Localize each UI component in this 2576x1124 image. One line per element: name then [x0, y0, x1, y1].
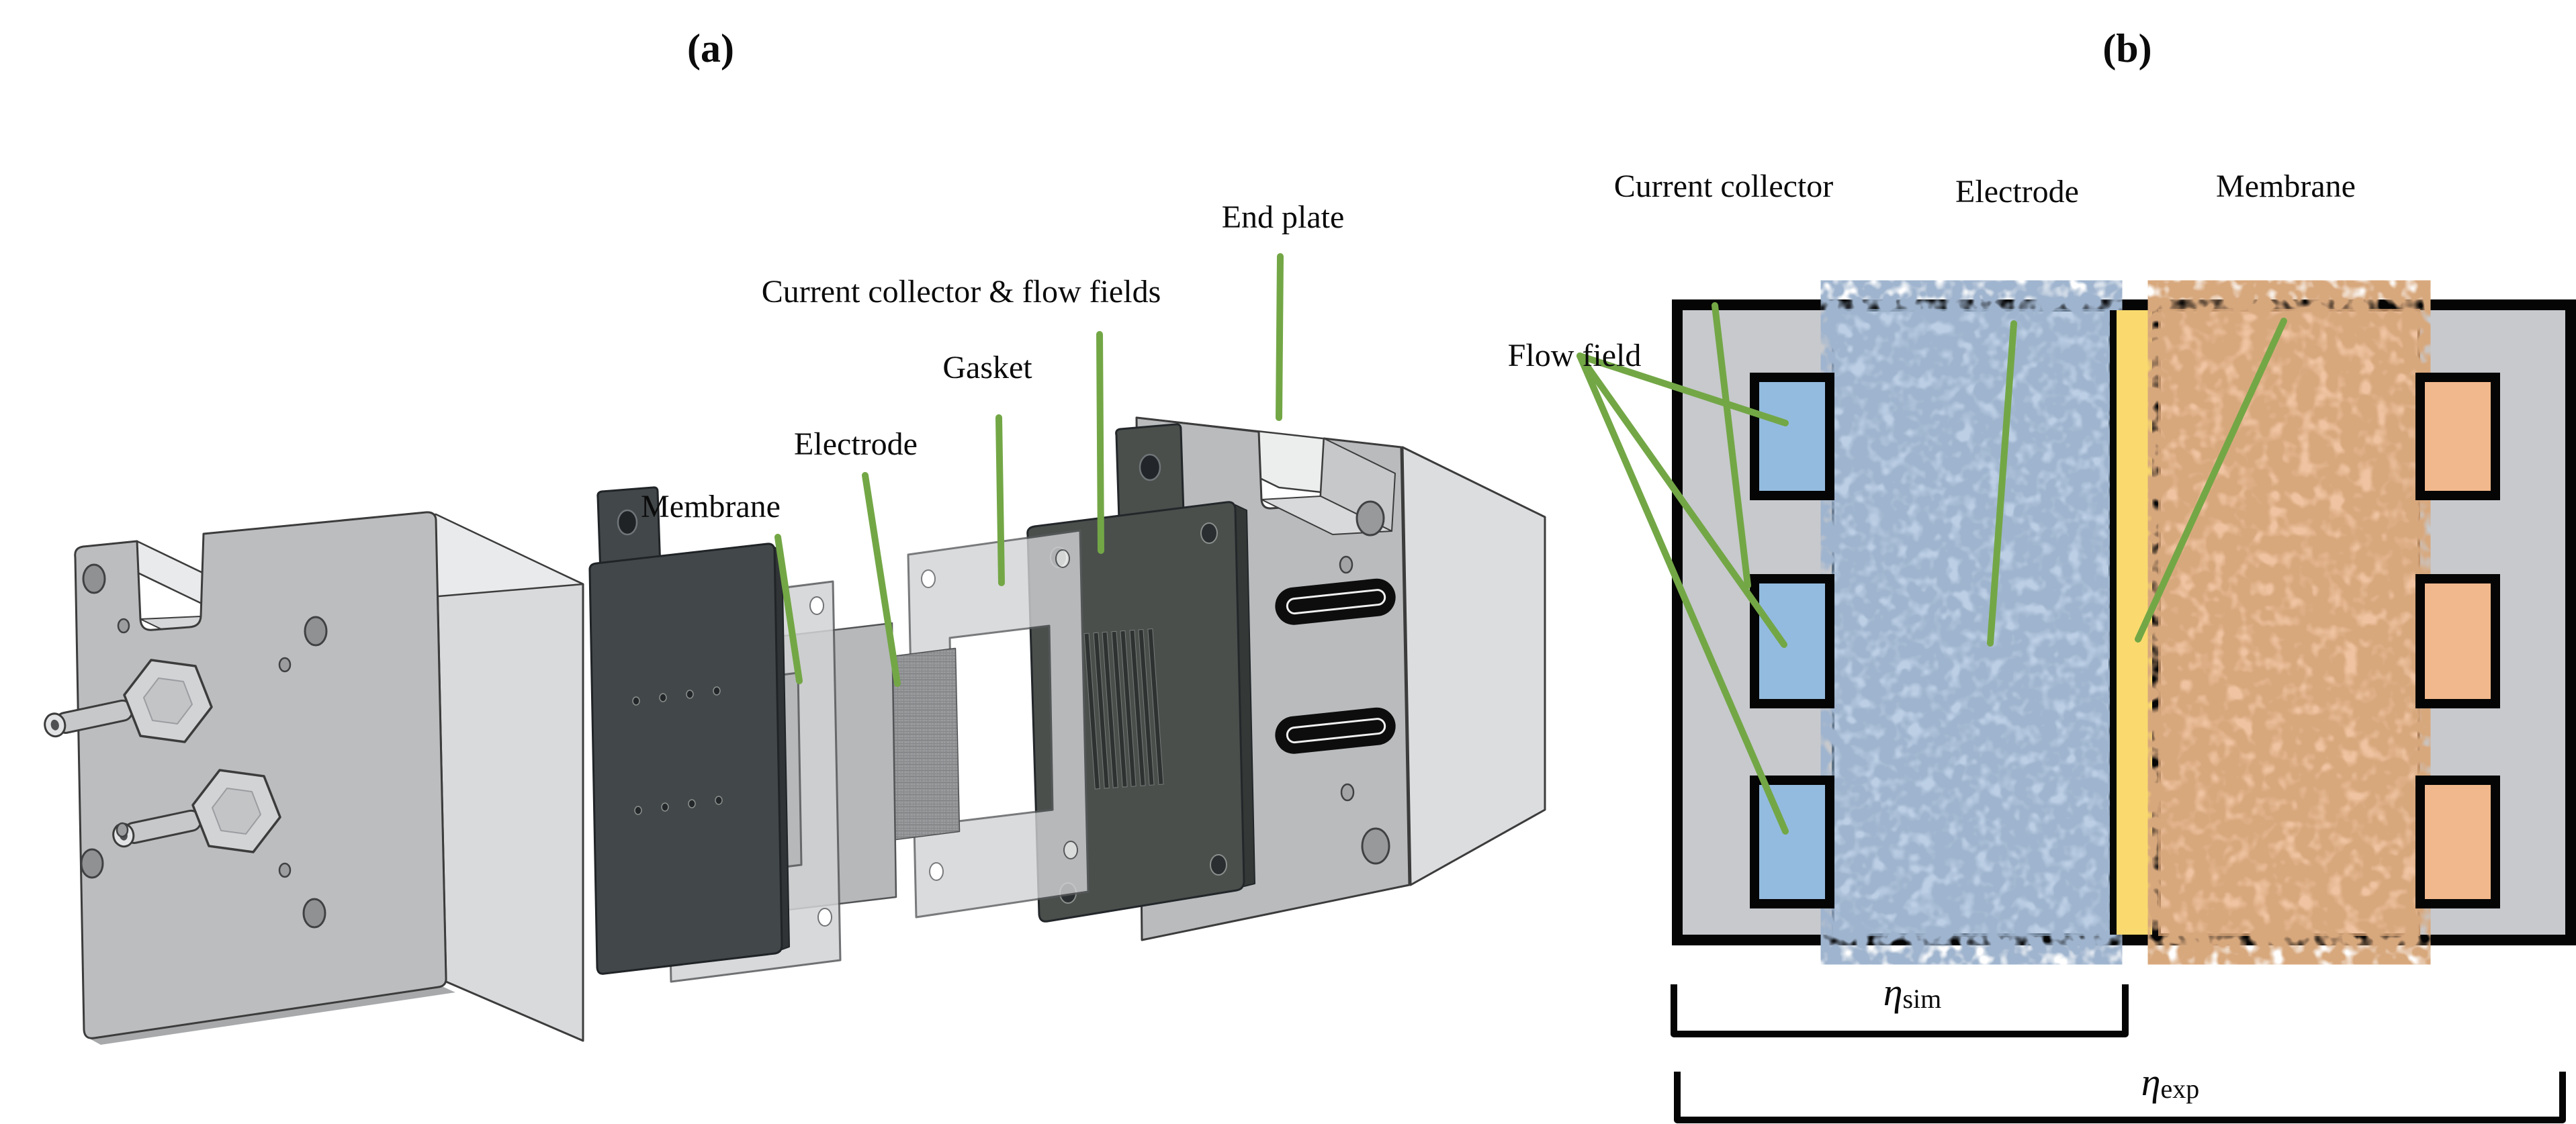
- label-electrode-a: Electrode: [794, 426, 918, 462]
- leader-flow-field-3: [1576, 353, 1789, 835]
- pin-hole: [278, 657, 292, 673]
- pin-hole: [117, 618, 130, 634]
- pin-hole: [1340, 783, 1355, 802]
- leader-membrane-a: [774, 534, 803, 684]
- panel-a-leader-lines: [774, 253, 1284, 687]
- label-eta-sim: ηsim: [1883, 970, 1942, 1015]
- panel-a-tag: (a): [687, 26, 734, 71]
- pin-hole: [278, 862, 292, 878]
- leader-end-plate: [1276, 253, 1284, 421]
- label-eta-exp: ηexp: [2141, 1060, 2200, 1105]
- flow-channel-blue-3: [1750, 776, 1834, 908]
- flow-channel-blue-2: [1750, 574, 1834, 708]
- eta-brackets: [1671, 984, 2566, 1123]
- eta-exp-symbol: η: [2141, 1060, 2161, 1104]
- label-current-collector-flow-fields: Current collector & flow fields: [761, 274, 1161, 310]
- label-gasket: Gasket: [942, 350, 1032, 385]
- tab-hole: [1139, 453, 1161, 481]
- leader-electrode-a: [862, 472, 901, 687]
- current-collector-plate-illustration: [588, 486, 790, 975]
- electrode-right-illustration: [880, 647, 961, 842]
- bolt-hole: [1361, 827, 1390, 865]
- label-membrane-a: Membrane: [641, 489, 781, 524]
- pin-hole: [1339, 555, 1353, 574]
- flow-channel-orange-3: [2415, 776, 2500, 908]
- bolt-hole: [1356, 500, 1385, 536]
- label-flow-field: Flow field: [1507, 338, 1642, 373]
- flow-channels-right: [2415, 373, 2500, 908]
- end-plate-left-illustration: [44, 511, 584, 1045]
- panel-b-tag: (b): [2102, 26, 2152, 71]
- exploded-assembly-illustration: [44, 253, 1546, 1045]
- flow-channels-left: [1750, 373, 1834, 908]
- corner-hole: [1210, 854, 1227, 876]
- hose-fitting-bottom: [112, 769, 281, 853]
- flow-channel-orange-2: [2415, 574, 2500, 708]
- leader-current-collector-flow-fields: [1096, 331, 1104, 554]
- electrode-orange: [2158, 309, 2420, 936]
- eta-exp-bracket: [1674, 1072, 2566, 1123]
- electrode-blue: [1832, 309, 2111, 936]
- leader-membrane-b: [2135, 318, 2287, 643]
- bolt-hole: [304, 616, 328, 647]
- flow-channel-ribs: [1083, 628, 1164, 790]
- eta-sim-bracket: [1671, 984, 2129, 1037]
- leader-electrode-b: [1987, 320, 2017, 647]
- bolt-hole: [302, 898, 326, 929]
- label-membrane-b: Membrane: [2216, 169, 2356, 204]
- port-slot-top: [1275, 578, 1396, 625]
- eta-sim-symbol: η: [1883, 970, 1903, 1014]
- bolt-hole: [82, 563, 106, 594]
- leader-gasket: [995, 414, 1005, 586]
- pin-hole: [116, 822, 129, 838]
- label-end-plate: End plate: [1221, 199, 1345, 235]
- membrane-border-right: [2152, 310, 2160, 935]
- flow-channel-blue-1: [1750, 373, 1834, 500]
- label-electrode-b: Electrode: [1955, 174, 2079, 209]
- label-current-collector-b: Current collector: [1613, 169, 1834, 204]
- face-holes: [632, 686, 723, 815]
- bolt-hole: [80, 848, 104, 879]
- leader-flow-field-2: [1576, 353, 1787, 648]
- eta-exp-subscript: exp: [2160, 1074, 2200, 1105]
- tab-hole: [617, 509, 638, 536]
- cell-schematic: [1576, 299, 2576, 1123]
- panel-b-leader-lines: [1576, 302, 2287, 835]
- flow-channel-orange-1: [2415, 373, 2500, 500]
- port-slot-bottom: [1275, 707, 1396, 754]
- corner-hole: [1200, 522, 1218, 544]
- leader-flow-field-1: [1576, 353, 1789, 426]
- membrane-border-left: [2110, 310, 2117, 935]
- eta-sim-subscript: sim: [1902, 984, 1942, 1015]
- leader-current-collector-b: [1712, 302, 1751, 589]
- hose-fitting-top: [44, 659, 213, 743]
